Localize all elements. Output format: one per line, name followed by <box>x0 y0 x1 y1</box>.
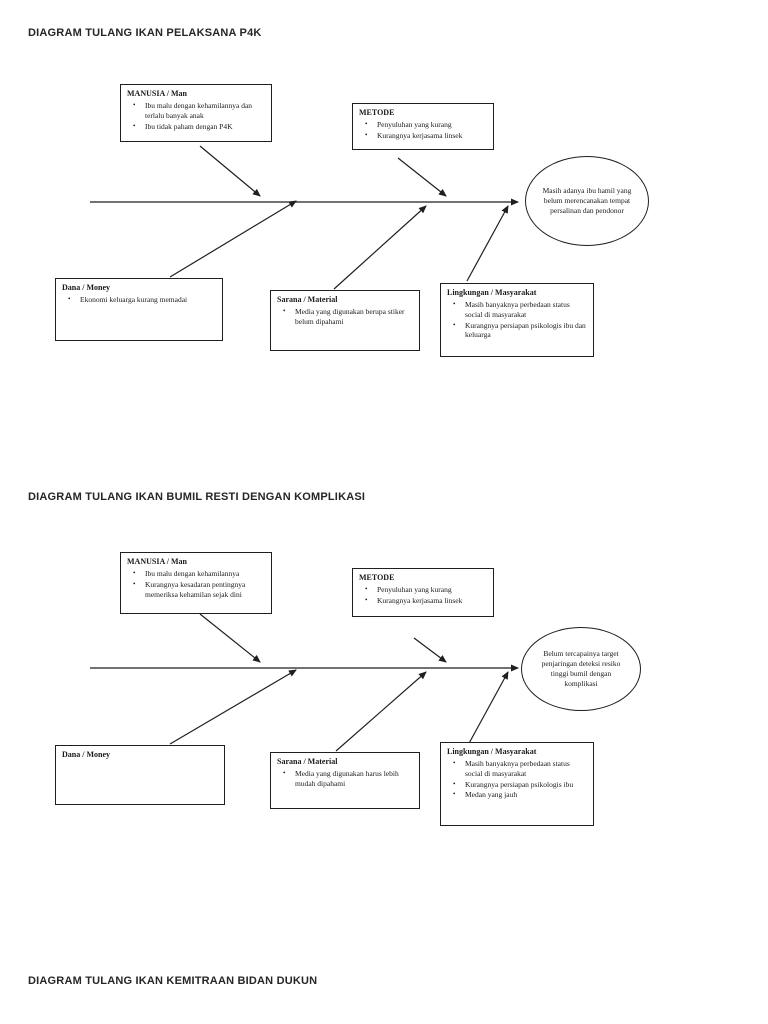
page-title-diagram2: DIAGRAM TULANG IKAN BUMIL RESTI DENGAN K… <box>28 491 366 503</box>
cause-text: Penyuluhan yang kurang <box>377 585 452 594</box>
cause-text: Penyuluhan yang kurang <box>377 120 452 129</box>
bullet-icon: • <box>133 101 136 109</box>
cause-text: Medan yang jauh <box>465 790 518 800</box>
cause-text: Kurangnya kerjasama linsek <box>377 595 463 605</box>
effect-oval-1: Masih adanya ibu hamil yang belum merenc… <box>525 156 649 246</box>
cause-box-dana-1: Dana / Money • Ekonomi keluarga kurang m… <box>55 278 223 341</box>
cause-box-label: Dana / Money <box>62 283 110 292</box>
metode-arrow-2 <box>413 637 447 663</box>
manusia-arrow-1 <box>199 145 261 197</box>
cause-item: • Ibu tidak paham dengan P4K <box>133 122 265 132</box>
cause-text: Kurangnya kerjasama linsek <box>377 130 463 140</box>
bullet-icon: • <box>68 295 71 303</box>
cause-text: Media yang digunakan berupa stiker belum… <box>295 307 405 326</box>
bullet-icon: • <box>453 320 456 329</box>
cause-box-sarana-2: Sarana / Material • Media yang digunakan… <box>270 752 420 809</box>
cause-box-label: MANUSIA / Man <box>127 89 188 98</box>
cause-item: • Medan yang jauh <box>453 790 587 800</box>
cause-item: • Penyuluhan yang kurang <box>365 585 487 595</box>
cause-box-label: Lingkungan / Masyarakat <box>447 288 537 297</box>
cause-item: • Kurangnya persiapan psikologis ibu <box>453 780 587 790</box>
cause-item: • Ibu malu dengan kehamilannya dan terla… <box>133 101 265 121</box>
bullet-icon: • <box>133 579 136 588</box>
bullet-icon: • <box>453 779 456 788</box>
cause-text: Media yang digunakan harus lebih mudah d… <box>295 769 399 788</box>
cause-item: • Masih banyaknya perbedaan status socia… <box>453 300 587 320</box>
dana-arrow-2 <box>169 669 297 745</box>
cause-text: Masih banyaknya perbedaan status social … <box>465 759 570 778</box>
cause-box-manusia-1: MANUSIA / Man • Ibu malu dengan kehamila… <box>120 84 272 142</box>
effect-oval-2: Belum tercapainya target penjaringan det… <box>521 627 641 711</box>
cause-item: • Kurangnya kerjasama linsek <box>365 596 487 606</box>
cause-text: Ibu malu dengan kehamilannya dan terlalu… <box>145 101 253 120</box>
cause-box-lingkungan-1: Lingkungan / Masyarakat • Masih banyakny… <box>440 283 594 357</box>
sarana-arrow-1 <box>333 205 427 290</box>
page-title-diagram1: DIAGRAM TULANG IKAN PELAKSANA P4K <box>28 27 262 39</box>
bullet-icon: • <box>453 759 456 767</box>
cause-box-dana-2: Dana / Money <box>55 745 225 805</box>
cause-text: Ibu malu dengan kehamilannya <box>145 569 240 578</box>
effect-text: Belum tercapainya target penjaringan det… <box>541 648 621 689</box>
manusia-arrow-2 <box>199 613 261 663</box>
cause-item: • Masih banyaknya perbedaan status socia… <box>453 759 587 779</box>
cause-box-lingkungan-2: Lingkungan / Masyarakat • Masih banyakny… <box>440 742 594 826</box>
bullet-icon: • <box>133 569 136 577</box>
bullet-icon: • <box>283 307 286 315</box>
bullet-icon: • <box>365 130 368 139</box>
bullet-icon: • <box>283 769 286 777</box>
bullet-icon: • <box>365 585 368 593</box>
cause-box-label: MANUSIA / Man <box>127 557 188 566</box>
metode-arrow-1 <box>397 157 447 197</box>
cause-item: • Kurangnya persiapan psikologis ibu dan… <box>453 321 587 341</box>
cause-box-label: METODE <box>359 573 395 582</box>
bullet-icon: • <box>365 595 368 604</box>
cause-item: • Media yang digunakan berupa stiker bel… <box>283 307 413 327</box>
bullet-icon: • <box>133 121 136 130</box>
cause-item: • Ekonomi keluarga kurang memadai <box>68 295 216 305</box>
cause-text: Ibu tidak paham dengan P4K <box>145 121 233 131</box>
cause-item: • Kurangnya kesadaran pentingnya memerik… <box>133 580 265 600</box>
cause-item: • Kurangnya kerjasama linsek <box>365 131 487 141</box>
cause-text: Kurangnya persiapan psikologis ibu dan k… <box>465 320 586 340</box>
cause-box-label: Lingkungan / Masyarakat <box>447 747 537 756</box>
sarana-arrow-2 <box>335 671 427 752</box>
cause-text: Kurangnya kesadaran pentingnya memeriksa… <box>145 579 246 599</box>
lingkungan-arrow-2 <box>466 671 509 748</box>
page-title-diagram3: DIAGRAM TULANG IKAN KEMITRAAN BIDAN DUKU… <box>28 975 318 987</box>
cause-box-label: METODE <box>359 108 395 117</box>
cause-text: Masih banyaknya perbedaan status social … <box>465 300 570 319</box>
cause-box-manusia-2: MANUSIA / Man • Ibu malu dengan kehamila… <box>120 552 272 614</box>
cause-item: • Penyuluhan yang kurang <box>365 120 487 130</box>
cause-box-label: Dana / Money <box>62 750 110 759</box>
cause-text: Ekonomi keluarga kurang memadai <box>80 295 188 304</box>
bullet-icon: • <box>453 300 456 308</box>
cause-box-sarana-1: Sarana / Material • Media yang digunakan… <box>270 290 420 351</box>
cause-item: • Media yang digunakan harus lebih mudah… <box>283 769 413 789</box>
cause-text: Kurangnya persiapan psikologis ibu <box>465 779 574 789</box>
cause-item: • Ibu malu dengan kehamilannya <box>133 569 265 579</box>
cause-box-label: Sarana / Material <box>277 757 338 766</box>
effect-text: Masih adanya ibu hamil yang belum merenc… <box>542 185 632 216</box>
bullet-icon: • <box>453 790 456 799</box>
bullet-icon: • <box>365 120 368 128</box>
dana-arrow-1 <box>169 200 297 278</box>
cause-box-metode-1: METODE • Penyuluhan yang kurang • Kurang… <box>352 103 494 150</box>
cause-box-label: Sarana / Material <box>277 295 338 304</box>
lingkungan-arrow-1 <box>466 205 509 282</box>
cause-box-metode-2: METODE • Penyuluhan yang kurang • Kurang… <box>352 568 494 617</box>
